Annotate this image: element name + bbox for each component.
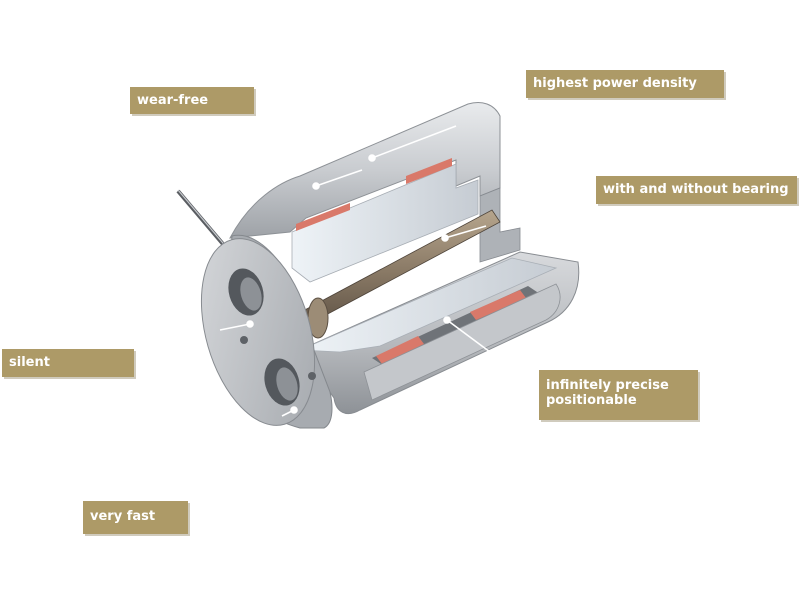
- upper-coil: [296, 203, 350, 231]
- face-small-hole-1: [240, 336, 248, 344]
- lower-coil-2: [470, 290, 526, 320]
- upper-coil-2: [406, 158, 452, 184]
- lower-coil-1: [376, 336, 424, 364]
- leader-wear: [315, 169, 363, 187]
- leader-silent-dot: [246, 320, 254, 328]
- upper-cavity: [291, 163, 479, 283]
- label-precise-line1: infinitely precise: [546, 378, 669, 393]
- label-infinitely-precise-positionable: infinitely precise positionable: [539, 370, 698, 420]
- leader-precise: [446, 319, 491, 353]
- label-precise-line2: positionable: [546, 393, 637, 408]
- upper-housing: [229, 102, 501, 239]
- label-highest-power-density: highest power density: [526, 70, 724, 98]
- label-silent-text: silent: [9, 355, 50, 370]
- leader-power-dot: [368, 154, 376, 162]
- label-silent: silent: [2, 349, 134, 377]
- label-very-fast: very fast: [83, 501, 188, 534]
- face-small-hole-2: [308, 372, 316, 380]
- face-hole-bottom-inner: [276, 367, 298, 401]
- leader-power: [371, 125, 457, 159]
- leader-bearing-dot: [441, 234, 449, 242]
- leader-precise-dot: [443, 316, 451, 324]
- leader-fast-dot: [290, 406, 298, 414]
- wire-highlight: [177, 189, 229, 250]
- face-hole-top-inner: [240, 277, 262, 311]
- leader-bearing: [444, 225, 487, 239]
- leader-silent: [219, 323, 251, 331]
- leader-wear-dot: [312, 182, 320, 190]
- label-wear-free: wear-free: [130, 87, 254, 114]
- lower-skin: [363, 283, 561, 401]
- label-fast-text: very fast: [90, 509, 156, 524]
- wire: [176, 189, 230, 252]
- label-bearing-text: with and without bearing: [603, 182, 789, 197]
- label-wear-free-text: wear-free: [137, 93, 209, 108]
- label-power-density-text: highest power density: [533, 76, 697, 91]
- lower-cavity: [299, 257, 558, 353]
- label-with-and-without-bearing: with and without bearing: [596, 176, 797, 204]
- rear-cap: [479, 187, 521, 263]
